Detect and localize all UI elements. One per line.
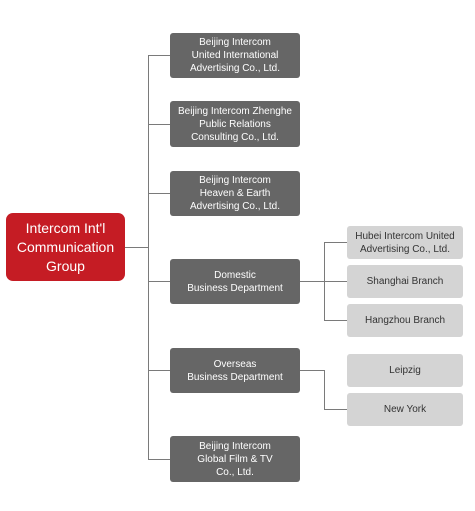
connector (125, 247, 149, 248)
connector (324, 409, 347, 410)
node-global-film-tv: Beijing Intercom Global Film & TV Co., L… (170, 436, 300, 482)
connector (148, 459, 170, 460)
node-hangzhou-branch: Hangzhou Branch (347, 304, 463, 337)
connector (324, 370, 325, 410)
node-new-york: New York (347, 393, 463, 426)
connector (148, 55, 170, 56)
connector (300, 281, 325, 282)
node-shanghai-branch: Shanghai Branch (347, 265, 463, 298)
connector (324, 242, 347, 243)
node-overseas-business-department: Overseas Business Department (170, 348, 300, 393)
connector (148, 370, 170, 371)
node-heaven-earth-advertising: Beijing Intercom Heaven & Earth Advertis… (170, 171, 300, 216)
node-domestic-business-department: Domestic Business Department (170, 259, 300, 304)
connector (148, 193, 170, 194)
connector (300, 370, 325, 371)
connector (324, 281, 347, 282)
node-zhenghe-public-relations: Beijing Intercom Zhenghe Public Relation… (170, 101, 300, 147)
root-node: Intercom Int'l Communication Group (6, 213, 125, 281)
node-united-international-advertising: Beijing Intercom United International Ad… (170, 33, 300, 78)
connector (324, 320, 347, 321)
connector (148, 124, 170, 125)
node-leipzig: Leipzig (347, 354, 463, 387)
connector (148, 281, 170, 282)
node-hubei-intercom-united: Hubei Intercom United Advertising Co., L… (347, 226, 463, 259)
connector (148, 55, 149, 459)
